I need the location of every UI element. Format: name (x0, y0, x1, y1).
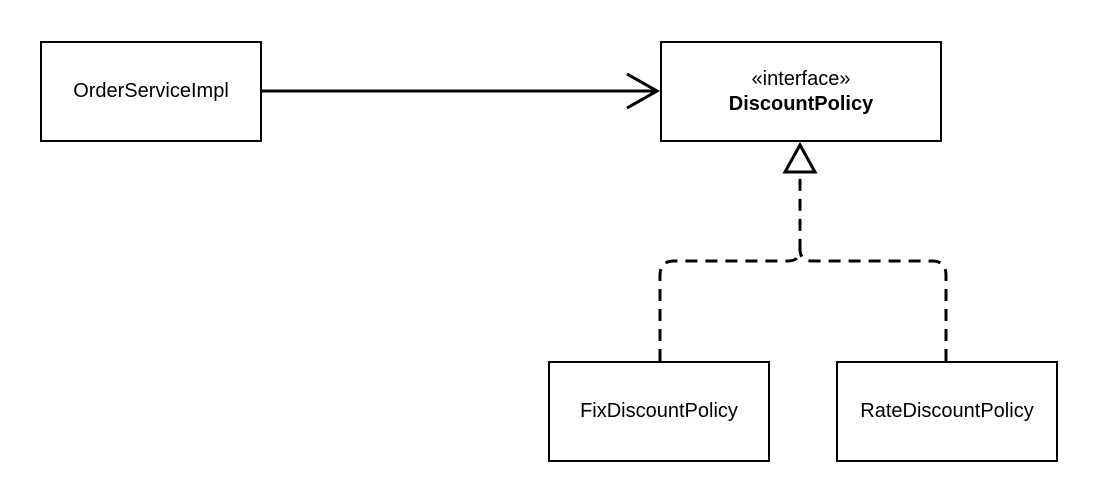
realization-edge-rate (798, 248, 948, 361)
fix-discount-policy-label: FixDiscountPolicy (580, 400, 738, 422)
realization-edge-fix (658, 172, 802, 361)
fix-discount-policy-box[interactable]: FixDiscountPolicy (548, 361, 770, 462)
discount-policy-interface-box[interactable]: «interface» DiscountPolicy (660, 41, 942, 142)
hollow-triangle-arrowhead-icon (782, 141, 818, 174)
open-arrowhead-icon (626, 72, 661, 110)
interface-stereotype-label: «interface» (751, 67, 851, 90)
discount-policy-label: DiscountPolicy (728, 92, 874, 115)
order-service-impl-box[interactable]: OrderServiceImpl (40, 41, 262, 142)
order-service-impl-label: OrderServiceImpl (73, 80, 229, 102)
rate-discount-policy-label: RateDiscountPolicy (860, 400, 1034, 422)
rate-discount-policy-box[interactable]: RateDiscountPolicy (836, 361, 1058, 462)
